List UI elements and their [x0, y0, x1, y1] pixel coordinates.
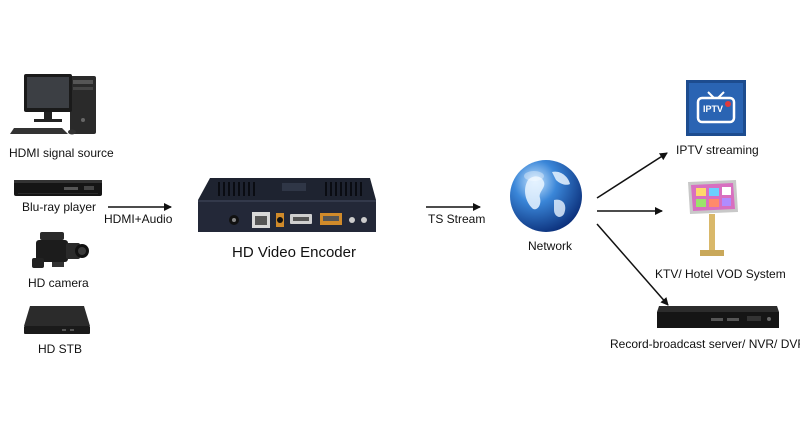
ts-stream-label: TS Stream: [428, 212, 485, 226]
hdmi-audio-label: HDMI+Audio: [104, 212, 172, 226]
nvr-recorder-icon: [657, 304, 779, 330]
iptv-streaming-label: IPTV streaming: [676, 143, 759, 157]
record-broadcast-server-label: Record-broadcast server/ NVR/ DVR: [610, 337, 800, 351]
ktv-hotel-vod-label: KTV/ Hotel VOD System: [655, 267, 786, 281]
arrow-network-to-record: [597, 224, 668, 305]
network-label: Network: [528, 239, 572, 253]
arrow-network-to-iptv: [597, 153, 667, 198]
iptv-badge-text: IPTV: [700, 104, 726, 114]
ktv-kiosk-icon: [684, 178, 740, 258]
iptv-tv-icon: IPTV: [686, 80, 746, 136]
network-globe-icon: [508, 158, 584, 234]
hd-video-encoder-device: [190, 170, 380, 240]
hd-video-encoder-label: HD Video Encoder: [232, 244, 356, 261]
